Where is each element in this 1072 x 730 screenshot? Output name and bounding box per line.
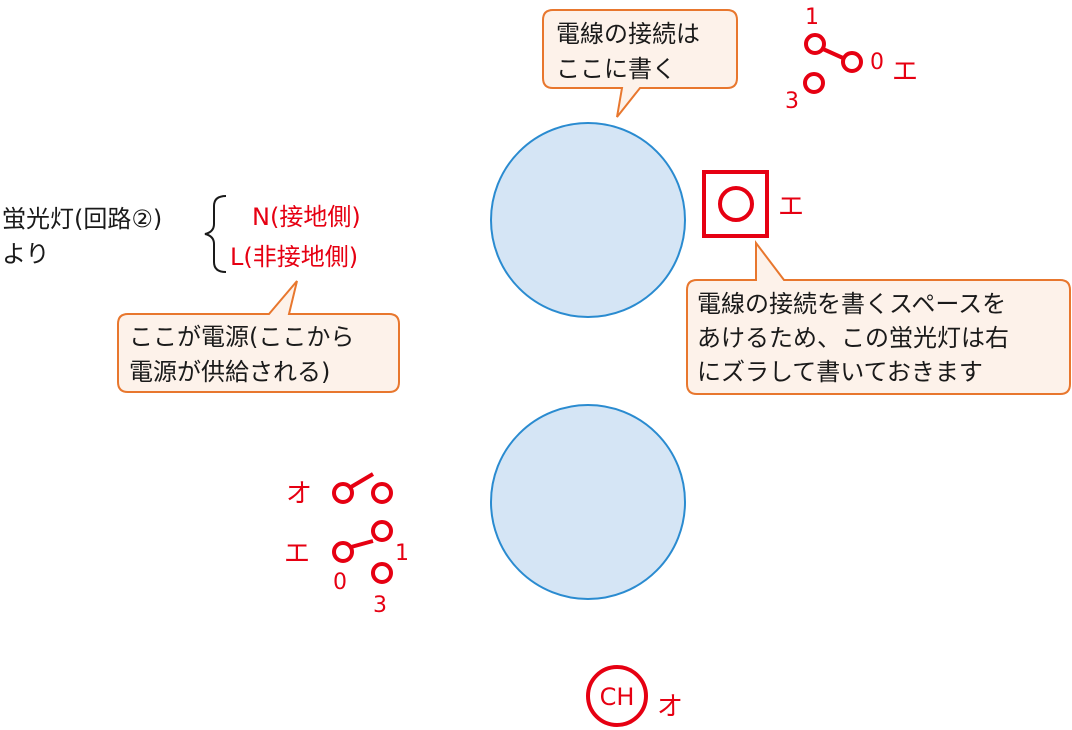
ceiling-light-symbol: CH [600, 683, 635, 711]
switch-single-label: オ [286, 479, 312, 509]
switch-lever-icon [350, 539, 374, 549]
callout-top-line1: 電線の接続は [556, 20, 700, 48]
power-source-group: 蛍光灯(回路②) より N(接地側) L(非接地側) [2, 195, 361, 273]
source-line2: より [2, 240, 50, 268]
callout-left: ここが電源(ここから 電源が供給される) [117, 280, 400, 393]
switch-terminal-1-icon [804, 33, 826, 55]
source-line1: 蛍光灯(回路②) [2, 205, 162, 233]
terminal-0-label: 0 [870, 50, 884, 75]
fluorescent-lamp: エ [702, 170, 804, 238]
switch-terminal-3-icon [803, 72, 825, 94]
ceiling-light-label: オ [657, 692, 683, 722]
terminal-3-label: 3 [785, 89, 799, 114]
callout-right: 電線の接続を書くスペースを あけるため、この蛍光灯は右 にズラして書いておきます [686, 240, 1071, 395]
switch-terminal-0-icon [841, 51, 863, 73]
switch-3way-label: エ [284, 539, 310, 569]
callout-left-line2: 電源が供給される) [129, 358, 330, 386]
callout-left-line1: ここが電源(ここから [129, 323, 354, 351]
ceiling-light-icon [586, 665, 648, 727]
terminal-0-label: 0 [333, 570, 347, 595]
callout-right-line3: にズラして書いておきます [697, 358, 983, 386]
switch-lever-icon [349, 472, 375, 489]
switch-lever-icon [822, 47, 844, 60]
terminal-1-label: 1 [395, 541, 409, 566]
live-label: L(非接地側) [230, 243, 358, 271]
switch-terminal-0-icon [332, 541, 354, 563]
switch-terminal-3-icon [371, 562, 393, 584]
three-way-switch-left: エ 1 0 3 [284, 520, 409, 618]
switch-terminal-icon [371, 482, 393, 504]
terminal-1-label: 1 [805, 5, 819, 30]
curly-brace-icon [204, 195, 227, 273]
single-pole-switch-left: オ [286, 472, 393, 509]
neutral-label: N(接地側) [252, 203, 361, 231]
callout-top-line2: ここに書く [556, 55, 676, 83]
ceiling-light: CH オ [586, 665, 683, 727]
callout-right-line2: あけるため、この蛍光灯は右 [697, 324, 1009, 352]
terminal-3-label: 3 [373, 593, 387, 618]
junction-box-lower [490, 404, 686, 600]
switch-terminal-icon [332, 482, 354, 504]
junction-box-upper [490, 122, 686, 318]
three-way-switch-top-right: 1 0 3 エ [785, 5, 918, 114]
switch-top-right-label: エ [892, 57, 918, 87]
lamp-circle-icon [718, 186, 754, 222]
switch-terminal-1-icon [371, 520, 393, 542]
callout-right-line1: 電線の接続を書くスペースを [697, 290, 1006, 318]
fluorescent-lamp-box-icon [702, 170, 769, 238]
fluorescent-lamp-label: エ [778, 192, 804, 222]
callout-top: 電線の接続は ここに書く [542, 9, 738, 118]
